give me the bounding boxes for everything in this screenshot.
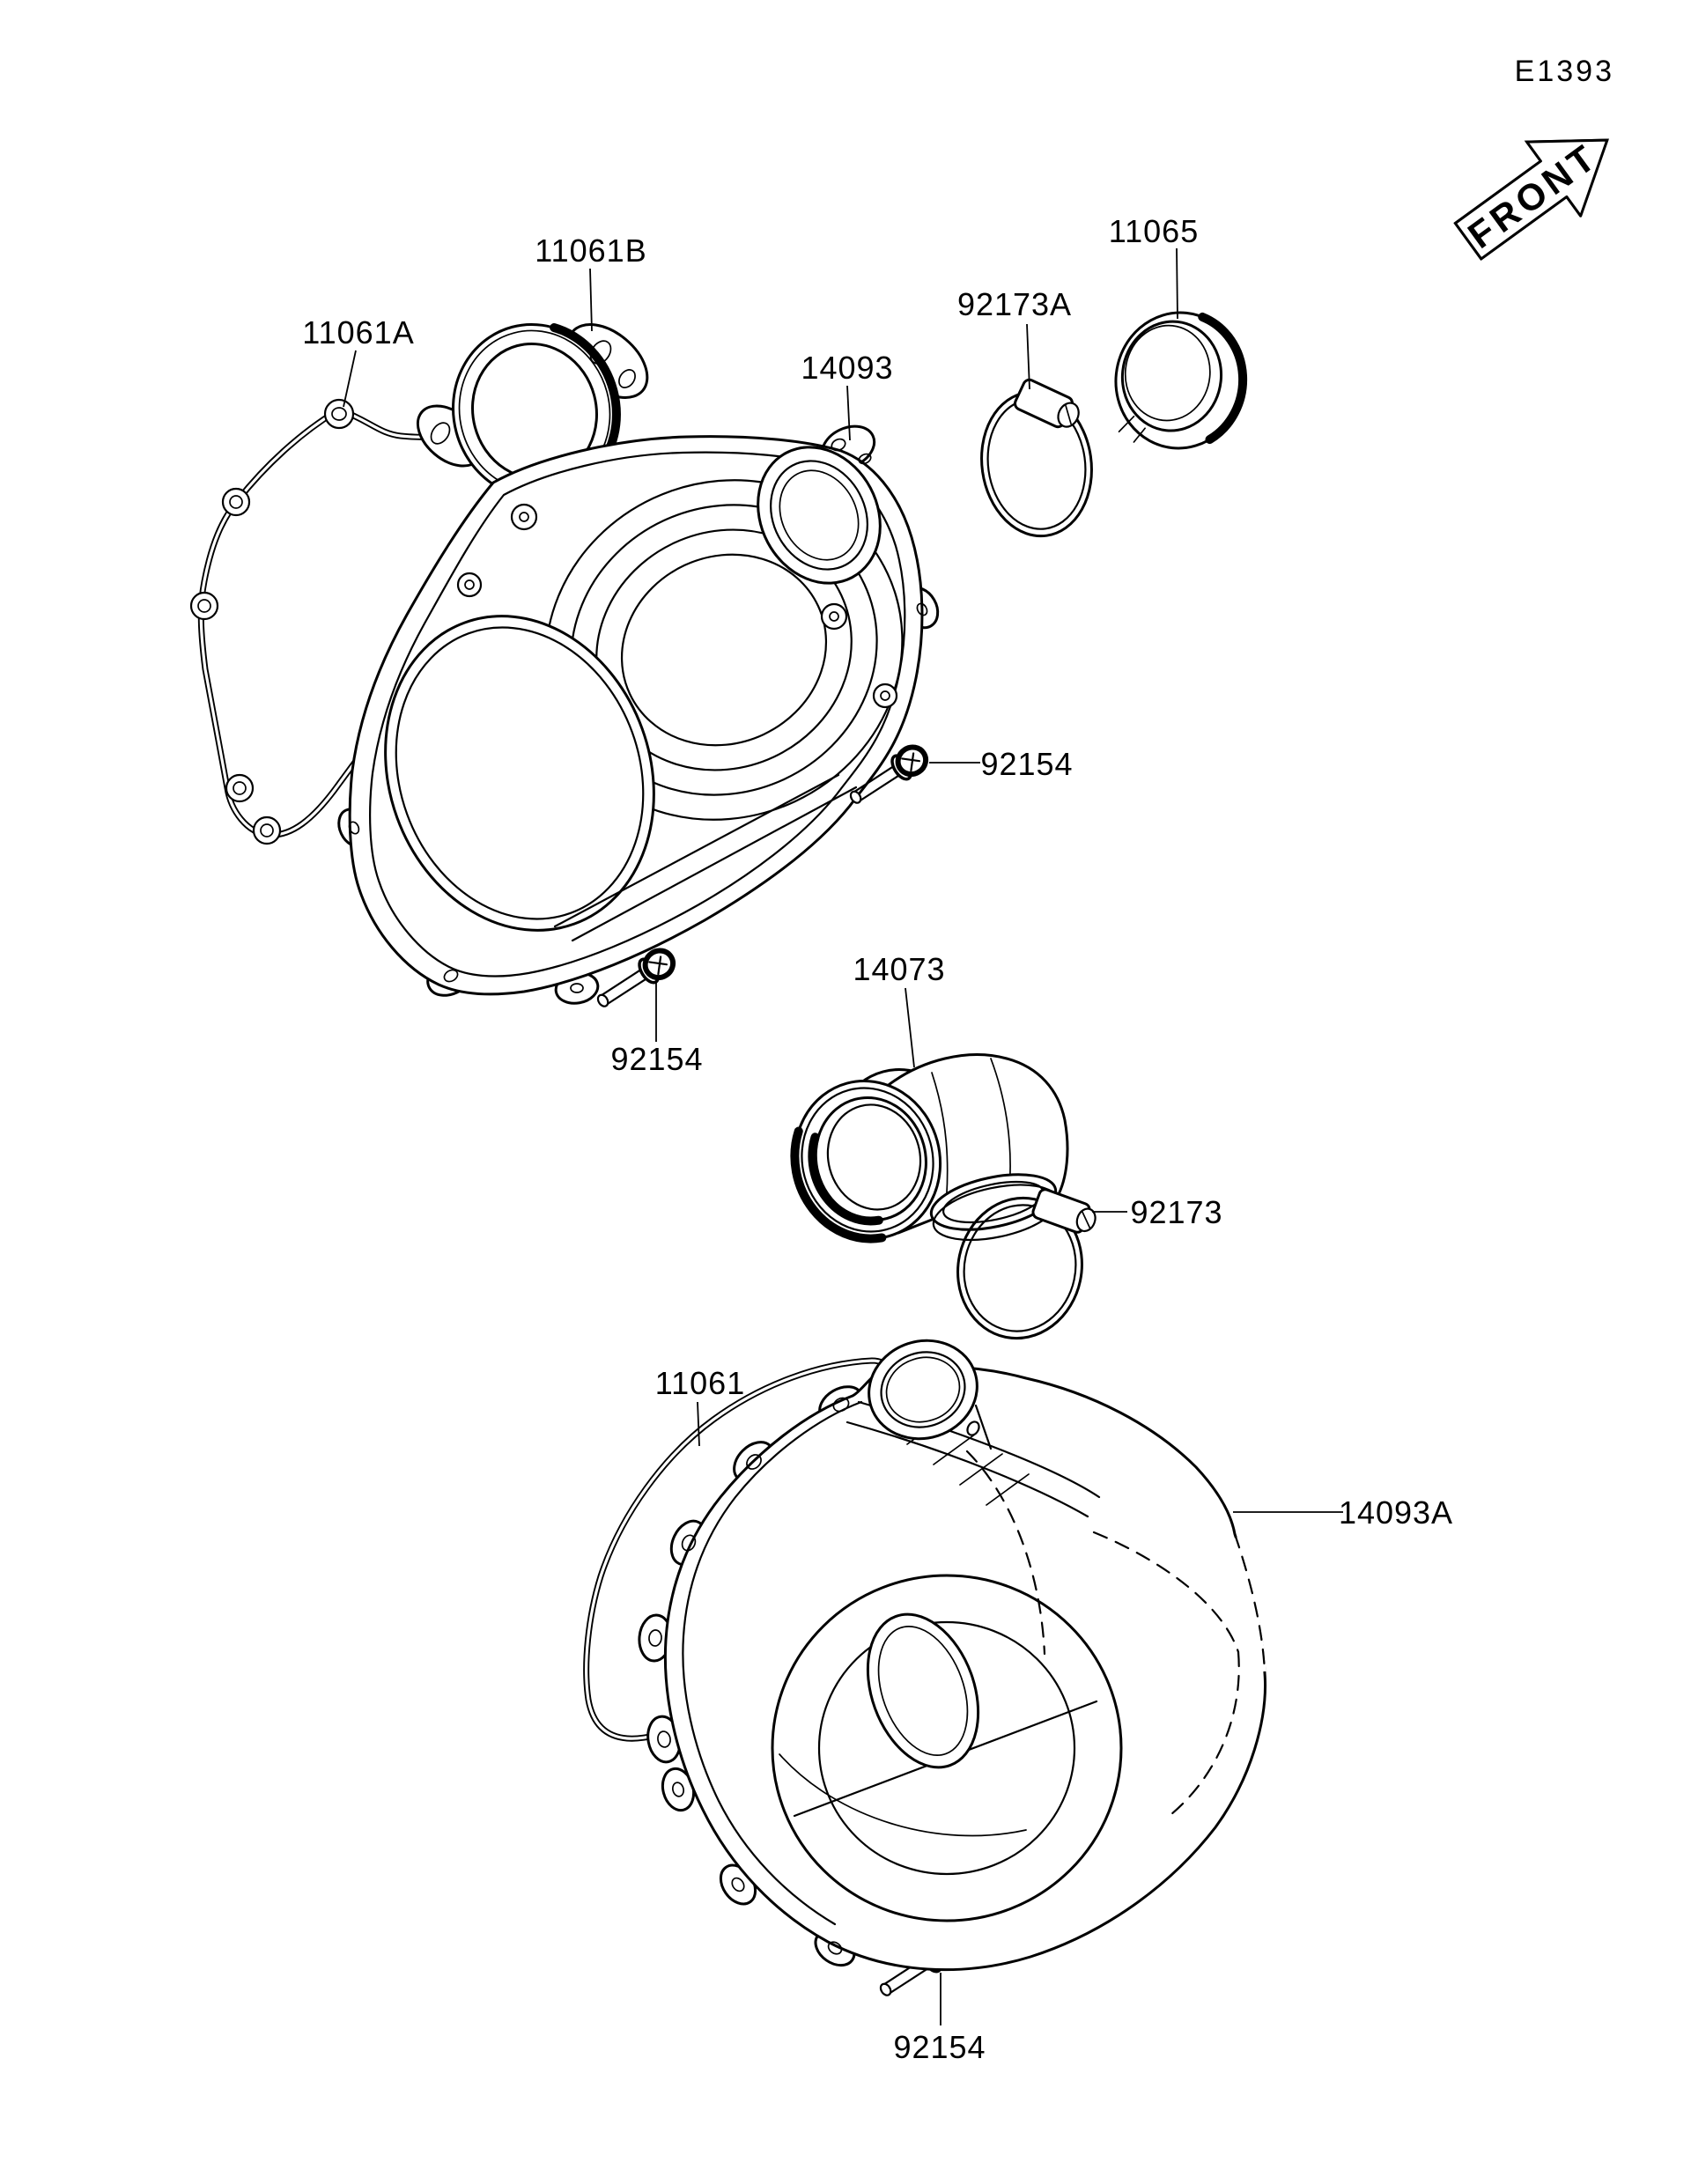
cover-ear-holes (348, 438, 928, 993)
clamp-92173-drawing (956, 1188, 1097, 1340)
leader-lines (343, 247, 1343, 2025)
leader-92173A (1026, 323, 1030, 390)
part-label-14093A: 14093A (1339, 1494, 1453, 1531)
outer-cover-boss (771, 1574, 1123, 1922)
cover-duct-mouth (757, 446, 882, 585)
outer-cover-hidden-lines (965, 1450, 1240, 1816)
part-label-92173: 92173 (1130, 1194, 1222, 1230)
cover-bosses (456, 503, 898, 709)
part-label-14093: 14093 (801, 350, 893, 386)
duct-elbow-14073-drawing (790, 1053, 1069, 1243)
duct-flange (790, 1080, 942, 1243)
inner-cover-14093-drawing (337, 424, 940, 1005)
part-label-11061B: 11061B (535, 232, 646, 269)
front-arrow: FRONT (1453, 135, 1609, 262)
part-label-11061A: 11061A (302, 314, 414, 350)
duct-outlet (929, 1173, 1060, 1242)
duct-cap-11065-drawing (1114, 311, 1248, 450)
leader-11061A (343, 350, 357, 408)
clamp-screw (1014, 378, 1080, 429)
part-label-92173A: 92173A (957, 286, 1072, 322)
part-labels: 11061A 11061B 14093 92173A 11065 92154 9… (302, 213, 1453, 2065)
leader-14073 (905, 987, 915, 1068)
part-label-11061: 11061 (655, 1365, 745, 1401)
leader-11061B (589, 268, 593, 332)
part-label-14073: 14073 (853, 951, 945, 987)
part-label-92154-upper: 92154 (980, 746, 1073, 782)
diagram-code: E1393 (1515, 55, 1614, 88)
leader-11061 (697, 1401, 700, 1447)
leader-11065 (1176, 247, 1178, 320)
outer-cover-14093A-drawing (638, 1339, 1266, 1972)
cover-left-opening (384, 615, 655, 932)
part-label-11065: 11065 (1109, 213, 1199, 249)
part-label-92154-middle: 92154 (610, 1041, 703, 1077)
outer-cover-ear-holes (648, 1397, 850, 1955)
front-arrow-icon (1453, 138, 1609, 262)
clamp-92173A-drawing (980, 378, 1093, 538)
outer-cover-port (868, 1339, 978, 1441)
part-label-92154-lower: 92154 (893, 2029, 986, 2065)
leader-14093 (846, 385, 851, 441)
clamp-screw (1031, 1188, 1097, 1234)
